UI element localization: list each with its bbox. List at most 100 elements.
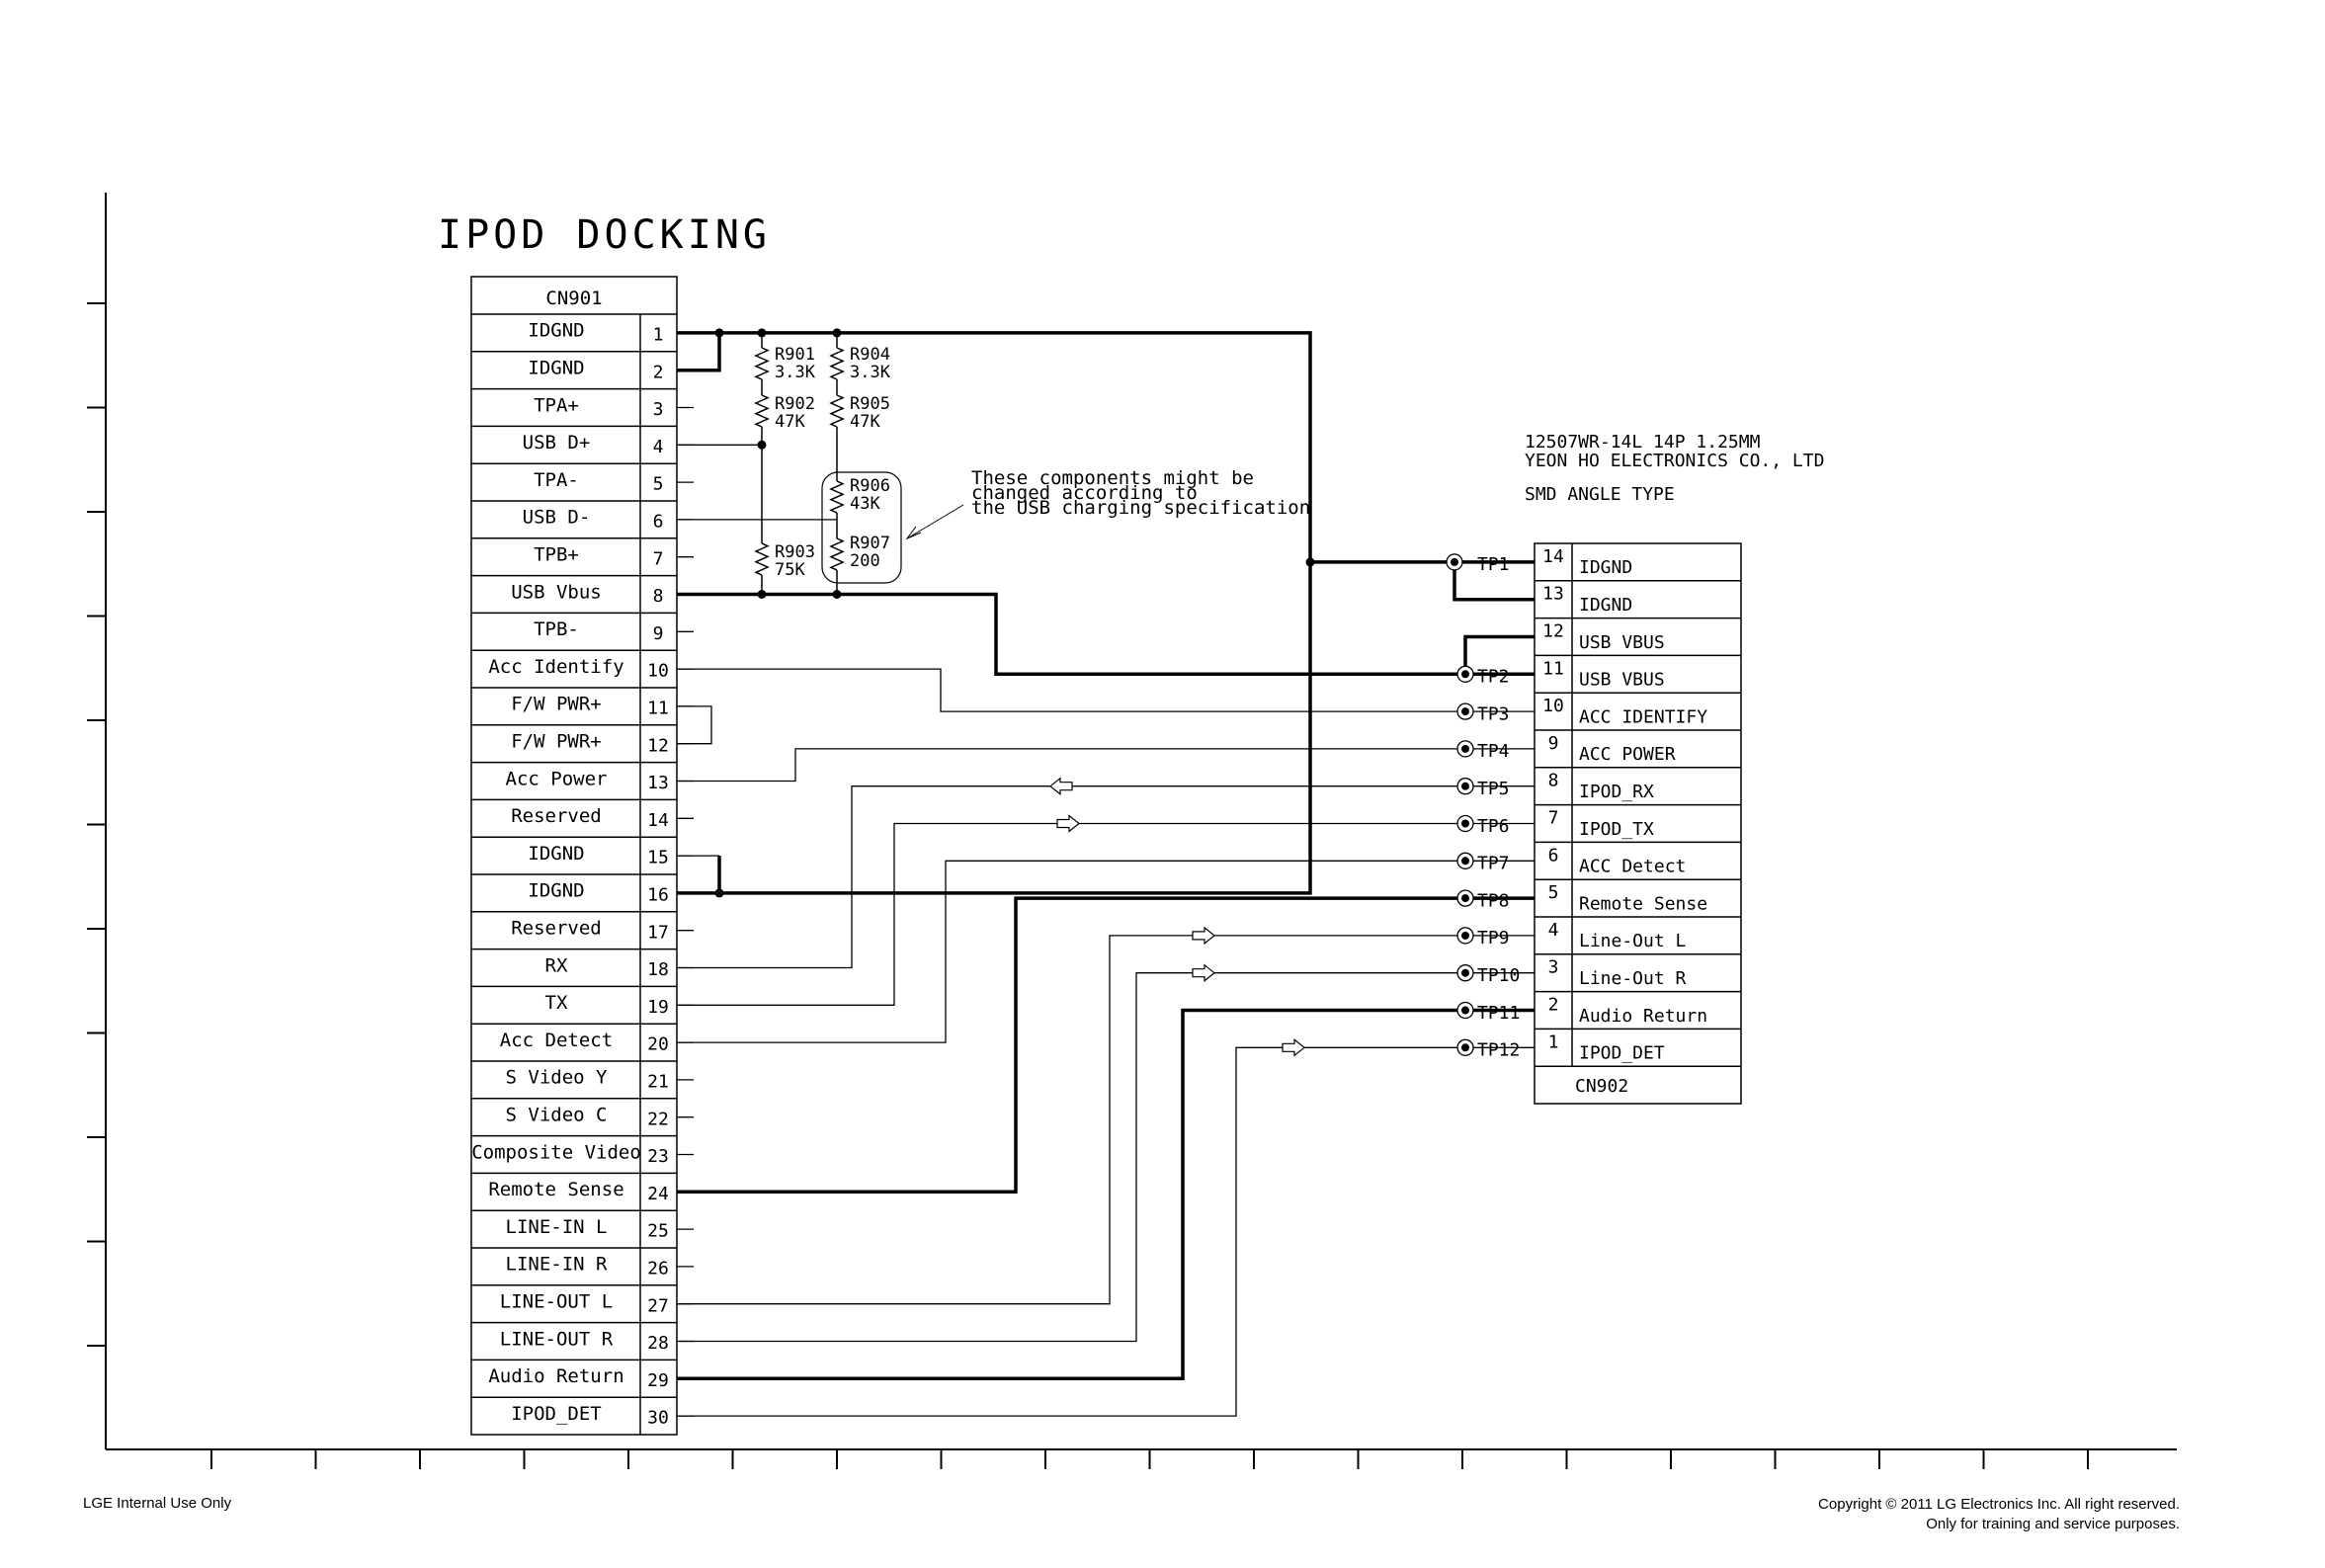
- test-point-label: TP9: [1477, 928, 1510, 949]
- cn901-pin-number: 17: [647, 922, 669, 943]
- test-point-label: TP5: [1477, 779, 1510, 799]
- cn901-pin-name: F/W PWR+: [511, 694, 602, 715]
- cn901-pin-name: TPB-: [534, 619, 579, 640]
- cn901-pin-name: Acc Identify: [488, 656, 623, 678]
- r901-value: 3.3K: [775, 363, 816, 382]
- cn901-pin-name: Reserved: [511, 917, 602, 939]
- r906-ref: R906: [850, 476, 890, 496]
- cn901-pin-name: Composite Video: [471, 1141, 641, 1163]
- cn901-pin-number: 13: [647, 773, 669, 793]
- wiring: [677, 328, 1535, 1417]
- footer-copyright: Copyright © 2011 LG Electronics Inc. All…: [1818, 1496, 2180, 1513]
- cn901-pin-number: 15: [647, 848, 669, 868]
- cn902-pin-number: 2: [1548, 995, 1559, 1016]
- diagram-title: IPOD DOCKING: [438, 212, 771, 258]
- cn902-pin-name: USB VBUS: [1579, 670, 1665, 691]
- cn901-pin-name: F/W PWR+: [511, 730, 602, 752]
- cn902-pin-name: Remote Sense: [1579, 893, 1707, 914]
- cn902-type: SMD ANGLE TYPE: [1525, 484, 1675, 505]
- cn902-pin-number: 1: [1548, 1032, 1559, 1052]
- cn902-pin-name: IPOD_RX: [1579, 782, 1654, 802]
- junction-dot: [714, 888, 724, 898]
- cn901-pin-name: S Video C: [506, 1104, 608, 1125]
- cn901-pin-name: Acc Power: [506, 768, 608, 789]
- test-point-label: TP12: [1477, 1040, 1520, 1061]
- cn901-pin-number: 4: [653, 437, 664, 457]
- r904: [829, 347, 845, 380]
- cn902-pin-name: USB VBUS: [1579, 632, 1665, 653]
- cn901-pin-number: 5: [653, 474, 664, 495]
- cn902-connector: 12507WR-14L 14P 1.25MM YEON HO ELECTRONI…: [1477, 432, 1824, 1105]
- note-line-3: the USB charging specification: [971, 497, 1310, 519]
- test-point-label: TP6: [1477, 816, 1510, 837]
- signal-wire: [677, 972, 1535, 1343]
- cn901-pin-number: 25: [647, 1221, 669, 1242]
- idgnd-bus: [677, 331, 1312, 895]
- r906-r907-outline: [821, 471, 902, 584]
- cn901-pin-number: 3: [653, 399, 664, 420]
- cn901-pin-number: 12: [647, 735, 669, 756]
- cn902-maker: YEON HO ELECTRONICS CO., LTD: [1525, 451, 1824, 471]
- cn901-pin-name: IDGND: [528, 880, 584, 902]
- frame-ticks: [87, 302, 2089, 1469]
- cn902-pin-number: 12: [1542, 621, 1564, 642]
- cn902-pin-number: 10: [1542, 696, 1564, 716]
- cn901-pin-number: 14: [647, 810, 669, 831]
- cn901-pin-name: Acc Detect: [500, 1030, 613, 1051]
- cn901-pin-number: 21: [647, 1071, 669, 1092]
- r901-ref: R901: [775, 345, 815, 365]
- cn902-pin-name: Audio Return: [1579, 1006, 1707, 1027]
- cn901-pin-number: 16: [647, 884, 669, 905]
- signal-wire: [677, 785, 1535, 969]
- cn902-pin-number: 9: [1548, 733, 1559, 754]
- r905-ref: R905: [850, 394, 890, 414]
- r907-value: 200: [850, 551, 880, 571]
- signal-wire: [677, 935, 1535, 1305]
- usb-vbus-pin12: [1463, 634, 1535, 675]
- cn901-pin-name: TPA-: [534, 469, 579, 491]
- signal-wire: [677, 860, 1535, 1043]
- cn902-pin-number: 8: [1548, 771, 1559, 791]
- cn902-pin-name: IPOD_TX: [1579, 819, 1654, 840]
- r903-value: 75K: [775, 560, 805, 580]
- footer-internal-use: LGE Internal Use Only: [83, 1495, 232, 1512]
- test-point-dot: [1451, 557, 1458, 566]
- signal-wire: [677, 1046, 1535, 1417]
- signal-wire: [677, 668, 1535, 712]
- cn901-pin-name: Reserved: [511, 805, 602, 827]
- test-point-label: TP3: [1477, 703, 1510, 724]
- signal-direction-arrow: [1282, 1038, 1305, 1057]
- r903-ref: R903: [775, 542, 815, 562]
- test-point-dot: [1461, 857, 1469, 866]
- test-point-label: TP1: [1477, 554, 1510, 575]
- r904-value: 3.3K: [850, 363, 891, 382]
- cn901-pin-number: 29: [647, 1370, 669, 1391]
- test-point-dot: [1461, 931, 1469, 940]
- cn901-label: CN901: [545, 288, 602, 309]
- sheet-frame: [105, 193, 2177, 1450]
- idgnd-pin2-link: [677, 332, 721, 372]
- cn901-pin-name: LINE-OUT R: [500, 1328, 614, 1350]
- signal-direction-arrow: [1056, 814, 1080, 833]
- test-point-dot: [1461, 670, 1469, 679]
- cn901-pin-name: RX: [545, 954, 568, 976]
- signal-wire: [677, 748, 1535, 783]
- cn901-pin-number: 2: [653, 362, 664, 382]
- cn902-pin-number: 6: [1548, 845, 1559, 866]
- cn901-pin-number: 10: [647, 661, 669, 682]
- test-point-dot: [1461, 819, 1469, 828]
- test-point-label: TP10: [1477, 965, 1520, 986]
- note-line-1: These components might be: [971, 467, 1254, 489]
- usb-vbus-net: [677, 592, 1535, 677]
- cn902-pin-name: IDGND: [1579, 595, 1632, 616]
- test-point-dot: [1461, 894, 1469, 903]
- cn901-pin-number: 20: [647, 1034, 669, 1055]
- r907-ref: R907: [850, 534, 890, 553]
- cn901-pin-name: Audio Return: [488, 1365, 623, 1387]
- r905: [829, 394, 845, 428]
- cn901-pin-number: 28: [647, 1333, 669, 1354]
- cn902-pin-name: ACC POWER: [1579, 744, 1676, 765]
- cn902-pin-number: 3: [1548, 957, 1559, 978]
- cn901-pin-name: USB Vbus: [511, 581, 602, 603]
- cn902-pin-name: ACC IDENTIFY: [1579, 706, 1707, 727]
